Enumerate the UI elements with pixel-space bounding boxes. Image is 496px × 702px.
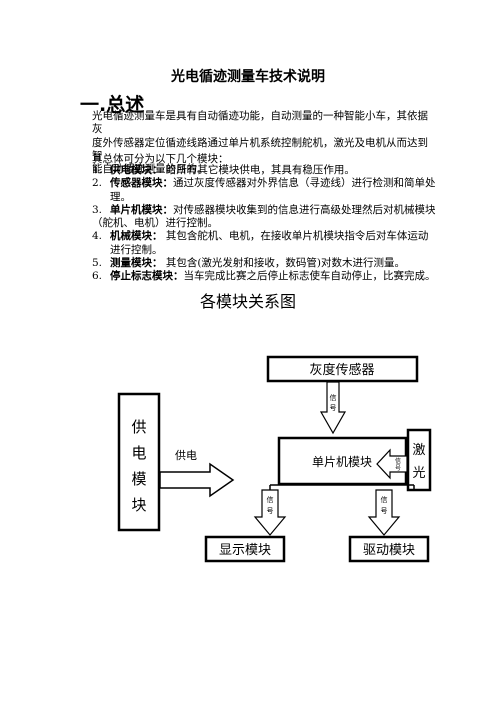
module-item: 4. 机械模块： 其包含舵机、电机，在接收单片机模块指令后对车体运动 进行控制。 [92, 230, 429, 256]
signal-char: 号 [395, 465, 401, 472]
signal-char: 信 [395, 457, 401, 465]
intro-line: 度外传感器定位循迹线路通过单片机系统控制舵机，激光及电机从而达到智 [92, 136, 428, 162]
signal-arrow-drive [367, 489, 401, 536]
power-arrow [159, 462, 235, 498]
signal-char: 信 [330, 393, 337, 402]
signal-arrow-left [376, 448, 408, 480]
module-name: 单片机模块： [110, 203, 173, 216]
modules-list: 1. 供电模块： 给所有其它模块供电，其具有稳压作用。 2. 传感器模块：通过灰… [92, 164, 437, 284]
power-char: 供 [131, 418, 146, 436]
intro-line: 光电循迹测量车是具有自动循迹功能，自动测量的一种智能小车，其依据灰 [92, 110, 428, 136]
signal-arrow-down [319, 381, 347, 435]
laser-char: 光 [412, 466, 425, 481]
intro-paragraph: 光电循迹测量车是具有自动循迹功能，自动测量的一种智能小车，其依据灰 度外传感器定… [92, 110, 432, 176]
module-item: 1. 供电模块： 给所有其它模块供电，其具有稳压作用。 [92, 164, 355, 176]
module-item: 6. 停止标志模块：当车完成比赛之后停止标志使车自动停止，比赛完成。 [92, 270, 436, 283]
drive-label: 驱动模块 [363, 543, 415, 558]
module-item: 3. 单片机模块：对传感器模块收集到的信息进行高级处理然后对机械模块 （舵机、电… [92, 203, 436, 230]
power-arrow-label: 供电 [175, 448, 197, 462]
module-item: 5. 测量模块： 其包含(激光发射和接收，数码管)对数木进行测量。 [92, 257, 406, 270]
section-heading: 一.总述 [80, 94, 145, 116]
power-char: 电 [131, 444, 146, 462]
signal-char: 号 [381, 507, 388, 515]
drive-box [348, 535, 430, 563]
signal-char: 号 [267, 507, 274, 515]
power-module-box [117, 392, 161, 532]
signal-char: 信 [381, 495, 388, 504]
intro-line: 能自动循迹测量的目的。 [92, 163, 208, 176]
signal-arrow-display [253, 489, 287, 536]
sensor-label: 灰度传感器 [309, 362, 374, 378]
module-item: 2. 传感器模块：通过灰度传感器对外界信息（寻迹线）进行检测和简单处 理。 [92, 177, 436, 203]
laser-box [406, 428, 432, 492]
display-label: 显示模块 [219, 543, 271, 558]
mcu-label: 单片机模块 [312, 455, 372, 469]
module-name: 停止标志模块： [110, 270, 184, 283]
display-box [204, 535, 286, 563]
module-name: 测量模块： [110, 257, 163, 270]
power-char: 块 [131, 496, 146, 514]
laser-char: 激 [412, 443, 425, 458]
doc-title: 光电循迹测量车技术说明 [171, 69, 325, 85]
module-name: 传感器模块： [110, 177, 173, 190]
signal-char: 信 [267, 495, 274, 504]
module-name: 机械模块： [110, 230, 163, 243]
module-name: 供电模块： [110, 164, 163, 176]
sensor-box [266, 355, 419, 383]
modules-lead: 其总体可分为以下几个模块： [92, 153, 229, 165]
power-char: 模 [131, 470, 146, 488]
signal-char: 号 [330, 404, 337, 412]
diagram-title: 各模块关系图 [199, 292, 296, 311]
